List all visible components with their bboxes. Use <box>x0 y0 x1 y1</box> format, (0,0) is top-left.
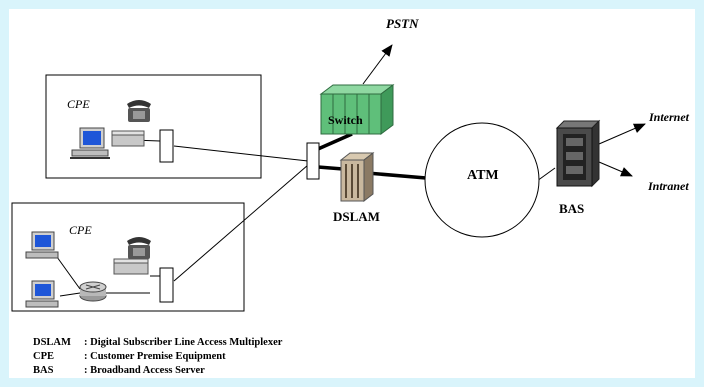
cpe-box-1 <box>45 74 262 179</box>
atm-cloud <box>424 122 540 238</box>
legend-desc: : Broadband Access Server <box>84 365 205 376</box>
phone-icon <box>127 237 151 259</box>
computer-icon <box>70 127 110 159</box>
cpe-label: CPE <box>67 97 90 111</box>
internet-label: Internet <box>648 110 690 124</box>
computer-icon <box>25 280 59 308</box>
computer-icon <box>25 231 59 259</box>
legend: DSLAM : Digital Subscriber Line Access M… <box>33 337 283 376</box>
intranet-label: Intranet <box>647 179 689 193</box>
modem-icon <box>113 258 149 275</box>
atm-label: ATM <box>467 168 499 183</box>
switch-icon <box>319 84 395 135</box>
legend-abbr: CPE <box>33 351 54 362</box>
legend-desc: : Digital Subscriber Line Access Multipl… <box>84 337 283 348</box>
modem-icon <box>111 130 145 147</box>
connection-lines <box>56 44 646 297</box>
cpe-label: CPE <box>69 223 92 237</box>
line-splitter <box>306 142 320 180</box>
legend-desc: : Customer Premise Equipment <box>84 351 226 362</box>
diagram-canvas: CPE CPE PSTN Switch DSLAM ATM BAS Intern… <box>9 9 695 378</box>
switch-label: Switch <box>328 113 363 127</box>
dslam-icon <box>339 151 375 203</box>
pstn-label: PSTN <box>386 16 419 31</box>
phone-icon <box>127 100 151 122</box>
network-diagram: CPE CPE PSTN Switch DSLAM ATM BAS Intern… <box>11 16 690 376</box>
legend-abbr: DSLAM <box>33 337 71 348</box>
splitter-2 <box>159 267 174 303</box>
splitter-1 <box>159 129 174 163</box>
bas-icon <box>555 119 601 188</box>
dslam-label: DSLAM <box>333 209 380 224</box>
bas-label: BAS <box>559 201 584 216</box>
legend-abbr: BAS <box>33 365 54 376</box>
trunk-lines <box>317 132 427 180</box>
router-icon <box>79 281 107 302</box>
